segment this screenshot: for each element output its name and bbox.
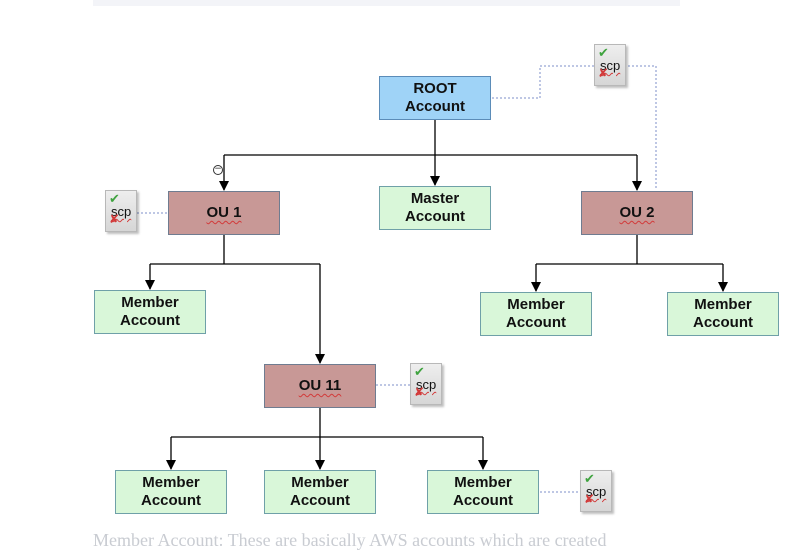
ou11-label: OU 11 [298,377,342,394]
check-icon: ✔ [598,45,609,60]
scp-policy-icon-ou1[interactable]: ✔ scp ✘ [105,190,137,232]
scp-policy-icon-root[interactable]: ✔ scp ✘ [594,44,626,86]
member-account-label: Member Account [120,294,180,329]
ou11-member-account-3-node[interactable]: Member Account [427,470,539,514]
ou11-member-account-2-node[interactable]: Member Account [264,470,376,514]
cross-icon: ✘ [414,385,425,399]
check-icon: ✔ [109,191,120,206]
member-account-label: Member Account [141,474,201,509]
scp-label: scp [416,377,437,392]
member-account-label: Member Account [290,474,350,509]
member-account-label: Member Account [506,296,566,331]
member-account-label: Member Account [693,296,753,331]
ou1-label: OU 1 [206,204,242,221]
scp-policy-icon-member[interactable]: ✔ scp ✘ [580,470,612,512]
cross-icon: ✘ [598,66,609,80]
caption-term: Member Account: [93,530,224,550]
scp-label: scp [586,484,607,499]
master-account-node[interactable]: Master Account [379,186,491,230]
cross-icon: ✘ [109,212,120,226]
collapse-icon[interactable]: − [213,164,223,175]
ou2-label: OU 2 [619,204,655,221]
scp-policy-icon-ou11[interactable]: ✔ scp ✘ [410,363,442,405]
scp-link-ou2 [628,65,657,190]
check-icon: ✔ [584,471,595,486]
check-icon: ✔ [414,364,425,379]
caption-body: These are basically AWS accounts which a… [223,530,607,550]
member-account-label: Member Account [453,474,513,509]
scp-label: scp [600,58,621,73]
ou11-node[interactable]: OU 11 [264,364,376,408]
ou2-node[interactable]: OU 2 [581,191,693,235]
ou2-member-account-left-node[interactable]: Member Account [480,292,592,336]
ou1-node[interactable]: OU 1 [168,191,280,235]
caption-text: Member Account: These are basically AWS … [93,530,607,551]
scp-label: scp [111,204,132,219]
ou1-member-account-node[interactable]: Member Account [94,290,206,334]
scp-link-root [492,65,594,99]
cross-icon: ✘ [584,492,595,506]
root-account-node[interactable]: ROOT Account [379,76,491,120]
page-top-strip [93,0,680,6]
master-account-label: Master Account [405,190,465,225]
ou2-member-account-right-node[interactable]: Member Account [667,292,779,336]
root-account-label: ROOT Account [405,80,465,115]
ou11-member-account-1-node[interactable]: Member Account [115,470,227,514]
